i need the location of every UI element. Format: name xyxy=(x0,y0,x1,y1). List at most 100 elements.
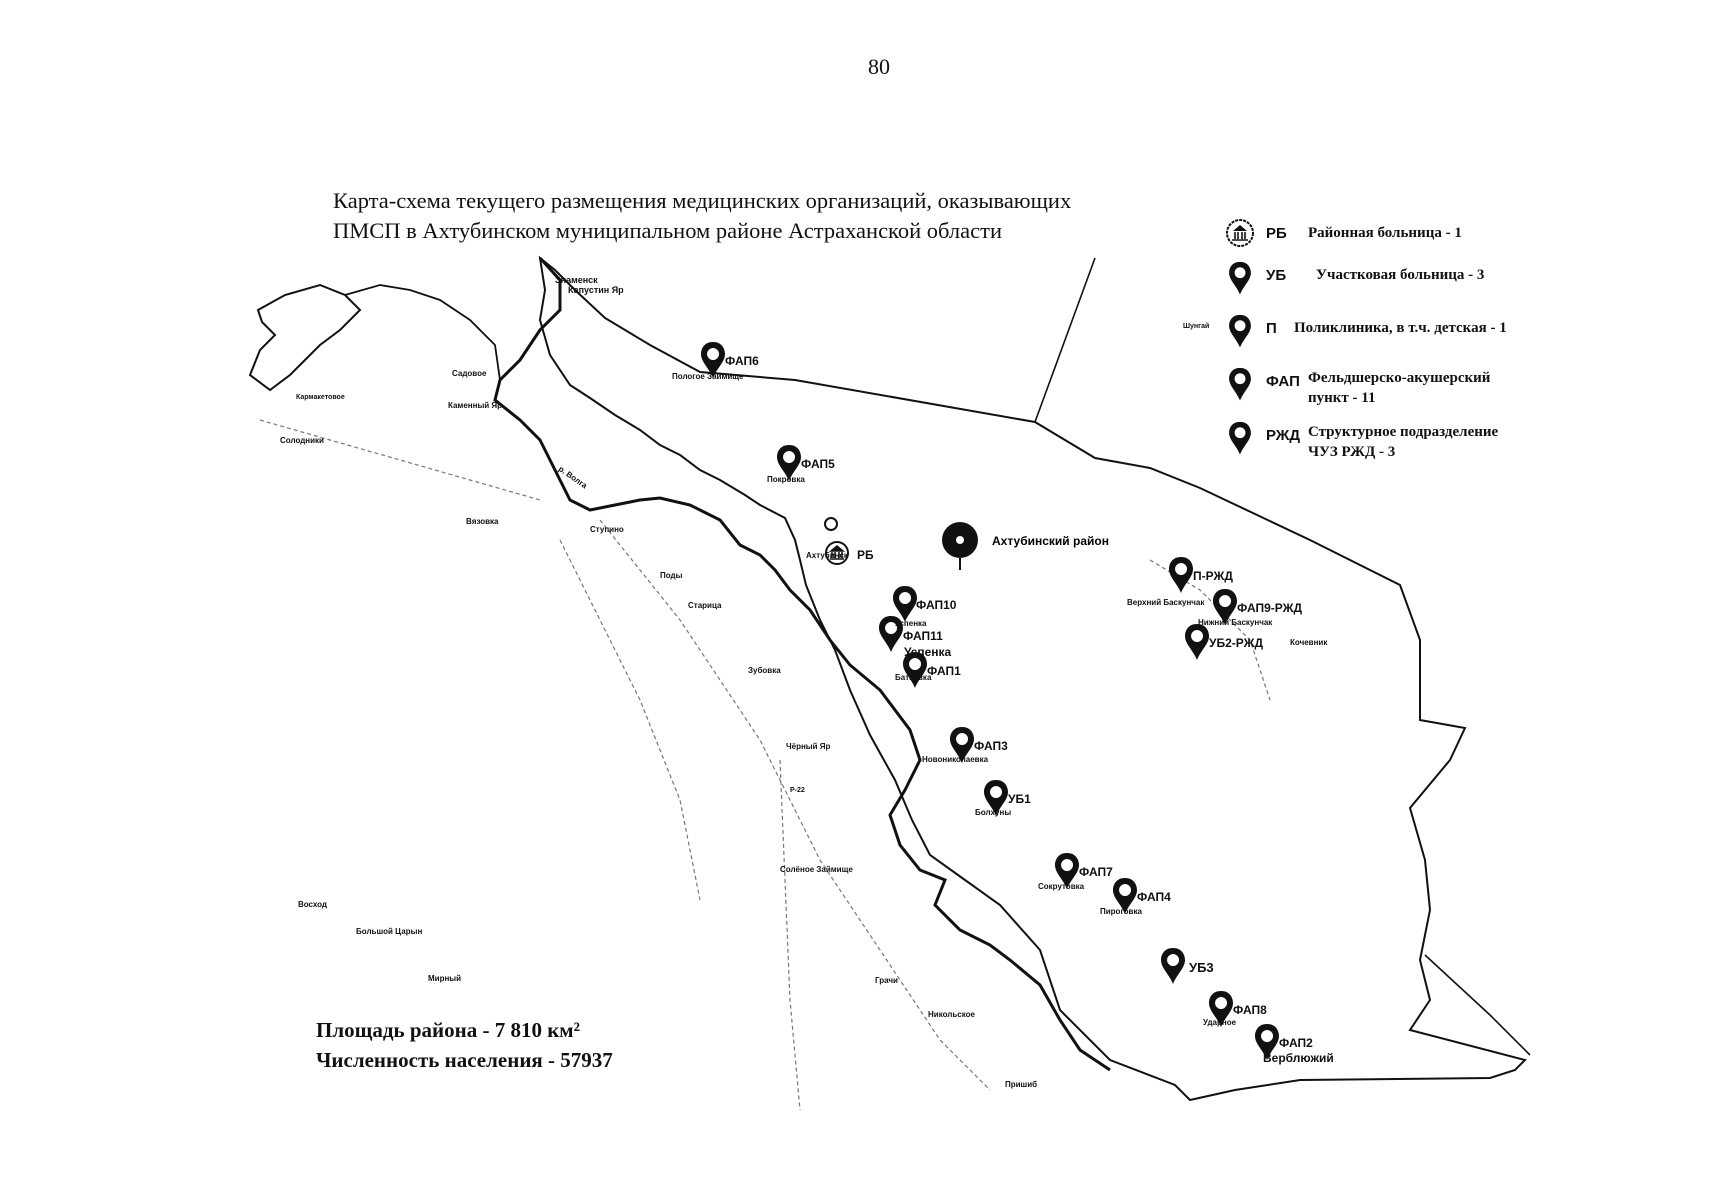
legend-desc: Поликлиника, в т.ч. детская - 1 xyxy=(1294,318,1507,338)
facility-place: Сокрутовка xyxy=(1038,882,1085,891)
facility-place: Успенка xyxy=(895,619,927,628)
facility-label: УБ1 xyxy=(1008,792,1031,806)
page-number: 80 xyxy=(868,54,890,79)
legend-abbr: УБ xyxy=(1266,267,1287,284)
map-pin-icon xyxy=(1229,367,1251,401)
district-hospital-icon xyxy=(825,541,849,565)
legend-item-district-hospital: РБ Районная больница - 1 xyxy=(1218,218,1462,262)
facility-place: Батаевка xyxy=(895,673,932,682)
facility-label: ФАП7 xyxy=(1079,865,1113,879)
facility-label: ФАП3 xyxy=(974,739,1008,753)
legend-abbr: ФАП xyxy=(1266,373,1300,390)
place-label: Садовое xyxy=(452,369,487,378)
place-label: Солодники xyxy=(280,436,324,445)
map-pin-icon xyxy=(1229,314,1251,348)
facility-label: УБ3 xyxy=(1189,960,1214,975)
district-area: Площадь района - 7 810 км² xyxy=(316,1018,580,1042)
place-label: Большой Царын xyxy=(356,927,422,936)
legend-desc-line: Структурное подразделение xyxy=(1308,424,1499,440)
roads xyxy=(259,419,1271,1111)
facility-place: Новониколаевка xyxy=(922,755,989,764)
west-coast xyxy=(344,284,501,381)
place-label: Восход xyxy=(298,900,327,909)
district-boundary xyxy=(538,255,1527,1102)
facility-label: ФАП8 xyxy=(1233,1003,1267,1017)
district-population: Численность населения - 57937 xyxy=(316,1048,613,1072)
legend-item-district-hospital-small: УБ Участковая больница - 3 xyxy=(1218,260,1484,304)
facility-place: Покровка xyxy=(767,475,805,484)
facility-place: Пироговка xyxy=(1100,907,1142,916)
legend-desc-line: Поликлиника, в т.ч. детская - 1 xyxy=(1294,320,1507,336)
legend-abbr: РЖД xyxy=(1266,427,1301,444)
legend-desc: Структурное подразделение ЧУЗ РЖД - 3 xyxy=(1308,422,1498,462)
facility-label: ФАП9-РЖД xyxy=(1237,601,1302,615)
boundary-line-north xyxy=(1034,257,1096,423)
facility-place: Успенка xyxy=(904,645,952,659)
map-pin-icon xyxy=(1229,261,1251,295)
place-label: Солёное Займище xyxy=(780,865,853,874)
west-border xyxy=(248,283,362,392)
legend-item-rzd: РЖД Структурное подразделение ЧУЗ РЖД - … xyxy=(1218,420,1498,464)
facility-label: ФАП6 xyxy=(725,354,759,368)
place-label: Кармакетовое xyxy=(296,394,345,401)
map-title-line-2: ПМСП в Ахтубинском муниципальном районе … xyxy=(333,218,1002,243)
district-stats: Площадь района - 7 810 км² Численность н… xyxy=(316,1015,613,1075)
facility-place: Кочевник xyxy=(1290,638,1328,647)
map-title-line-1: Карта-схема текущего размещения медицинс… xyxy=(333,188,1072,213)
facility-place: Болхуны xyxy=(975,808,1011,817)
facility-label: ФАП2 xyxy=(1279,1036,1313,1050)
place-label: Шунгай xyxy=(1183,322,1209,330)
legend-desc: Районная больница - 1 xyxy=(1308,223,1462,243)
facility-label: ФАП5 xyxy=(801,457,835,471)
place-label: Каменный Яр xyxy=(448,401,502,410)
place-label: Ступино xyxy=(590,525,624,534)
place-label: Никольское xyxy=(928,1010,976,1019)
facility-label: РБ xyxy=(857,548,874,562)
legend-item-polyclinic: П Поликлиника, в т.ч. детская - 1 xyxy=(1218,313,1507,357)
place-label: Мирный xyxy=(428,974,461,983)
place-label: Чёрный Яр xyxy=(786,742,831,751)
legend-desc-line: ЧУЗ РЖД - 3 xyxy=(1308,444,1396,460)
facility-label: УБ2-РЖД xyxy=(1209,636,1263,650)
road-label: Р-22 xyxy=(790,787,805,794)
legend-desc: Фельдшерско-акушерский пункт - 11 xyxy=(1308,368,1490,408)
facility-place: Нижний Баскунчак xyxy=(1198,618,1273,627)
facility-label: ФАП11 xyxy=(903,629,943,643)
map-title: Карта-схема текущего размещения медицинс… xyxy=(333,186,1213,246)
facility-label: П-РЖД xyxy=(1193,569,1233,583)
facility-pin-icon xyxy=(893,586,917,622)
place-label: Вязовка xyxy=(466,517,499,526)
place-label: Старица xyxy=(688,601,722,610)
facility-label: ФАП10 xyxy=(916,598,957,612)
legend-item-fap: ФАП Фельдшерско-акушерский пункт - 11 xyxy=(1218,366,1490,410)
place-label: Зубовка xyxy=(748,666,781,675)
legend-desc-line: Фельдшерско-акушерский xyxy=(1308,370,1491,386)
legend-abbr: РБ xyxy=(1266,225,1287,242)
legend-desc-line: пункт - 11 xyxy=(1308,390,1376,406)
place-label: Пришиб xyxy=(1005,1080,1037,1089)
river-line xyxy=(493,256,1111,1072)
facility-label: ФАП1 xyxy=(927,664,961,678)
map-pin-icon xyxy=(1229,421,1251,455)
facility-pin-icon xyxy=(1185,624,1209,660)
facility-pin-icon xyxy=(1169,557,1193,593)
legend-desc-line: Участковая больница - 3 xyxy=(1316,267,1485,283)
place-label: Поды xyxy=(660,571,683,580)
legend-desc-line: Районная больница - 1 xyxy=(1308,225,1462,241)
place-label: Знаменск xyxy=(555,275,598,285)
district-center-marker xyxy=(942,522,978,570)
place-label: Ахтубинск xyxy=(806,551,849,560)
facility-pin-icon xyxy=(1161,948,1185,984)
place-label: Капустин Яр xyxy=(568,285,624,295)
facility-place: Пологое Займище xyxy=(672,372,744,381)
legend-desc: Участковая больница - 3 xyxy=(1316,265,1484,285)
facility-label: ФАП4 xyxy=(1137,890,1171,904)
facility-place: Ударное xyxy=(1203,1018,1237,1027)
place-label: Грачи xyxy=(875,976,898,985)
facility-place: Верхний Баскунчак xyxy=(1127,598,1205,607)
district-name-label: Ахтубинский район xyxy=(992,534,1109,548)
hospital-building-icon xyxy=(1226,219,1254,247)
boundary-line-east xyxy=(1424,954,1531,1056)
legend-abbr: П xyxy=(1266,320,1277,337)
